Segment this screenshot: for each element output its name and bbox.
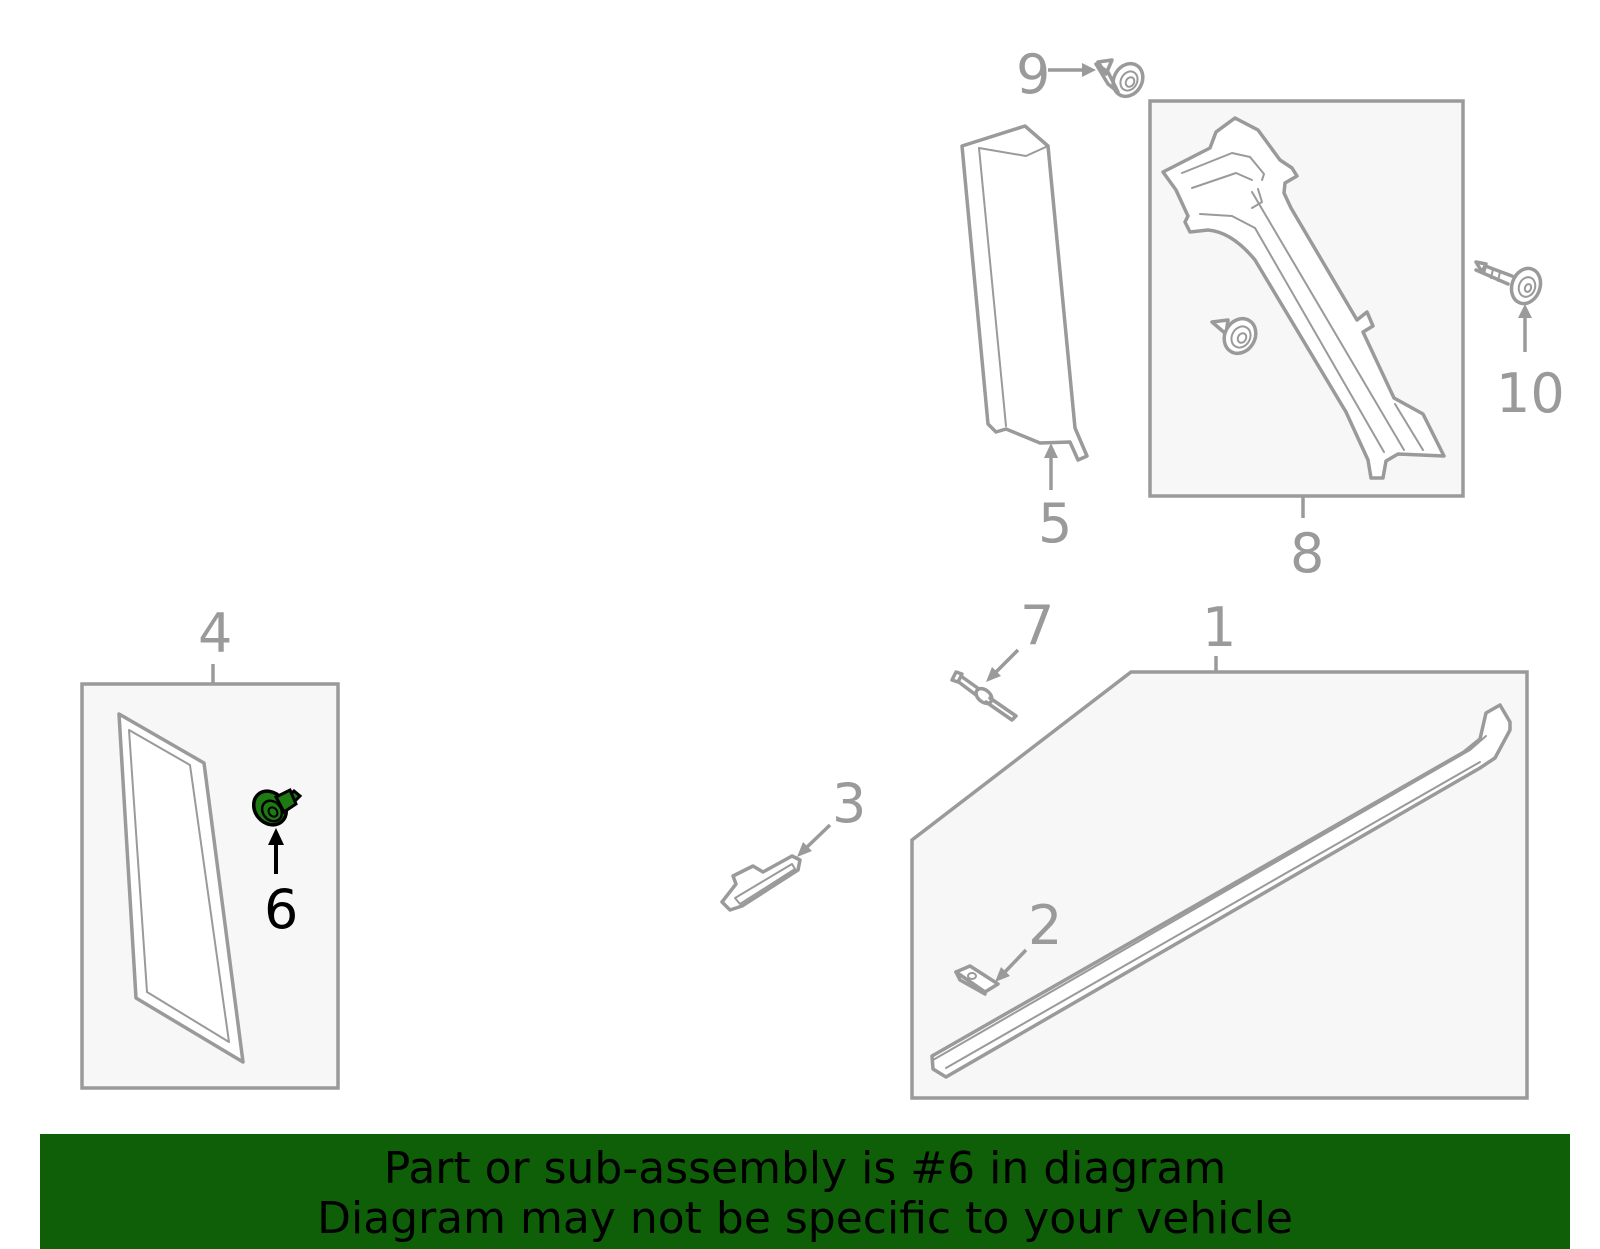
part-6-clip-highlighted bbox=[251, 787, 303, 827]
part-8-clip bbox=[1210, 316, 1258, 356]
arrowhead-7 bbox=[986, 667, 1001, 682]
callout-7: 7 bbox=[1020, 594, 1054, 657]
part-4-quarter-trim bbox=[117, 712, 245, 1064]
banner-line-1: Part or sub-assembly is #6 in diagram bbox=[383, 1143, 1227, 1194]
arrowhead-10 bbox=[1518, 304, 1532, 318]
arrowhead-3 bbox=[797, 842, 812, 857]
arrowhead-2 bbox=[995, 967, 1010, 982]
callout-3: 3 bbox=[832, 772, 866, 835]
leader-7 bbox=[992, 648, 1020, 676]
leader-2 bbox=[1001, 948, 1028, 976]
banner-line-2: Diagram may not be specific to your vehi… bbox=[317, 1193, 1293, 1244]
part-5-pillar-trim bbox=[960, 124, 1089, 462]
callout-10: 10 bbox=[1496, 362, 1565, 425]
callout-1: 1 bbox=[1202, 596, 1236, 659]
part-1-sill-trim bbox=[930, 703, 1512, 1079]
part-10-screw bbox=[1474, 260, 1543, 306]
part-7-pin bbox=[950, 670, 1018, 722]
arrowhead-5 bbox=[1044, 443, 1058, 458]
part-2-clip bbox=[954, 964, 1000, 996]
callout-2: 2 bbox=[1028, 894, 1062, 957]
callout-6: 6 bbox=[264, 878, 298, 941]
callout-4: 4 bbox=[198, 602, 232, 665]
info-banner: Part or sub-assembly is #6 in diagram Di… bbox=[40, 1134, 1570, 1249]
part-8-pillar-trim bbox=[1161, 116, 1446, 480]
arrowhead-6 bbox=[268, 828, 284, 845]
part-9-clip bbox=[1094, 58, 1145, 99]
part-3-trim-piece bbox=[720, 854, 802, 912]
callout-9: 9 bbox=[1016, 43, 1050, 106]
callout-8: 8 bbox=[1290, 522, 1324, 585]
arrowhead-9 bbox=[1082, 63, 1096, 77]
leader-3 bbox=[803, 823, 832, 851]
callout-5: 5 bbox=[1038, 492, 1072, 555]
